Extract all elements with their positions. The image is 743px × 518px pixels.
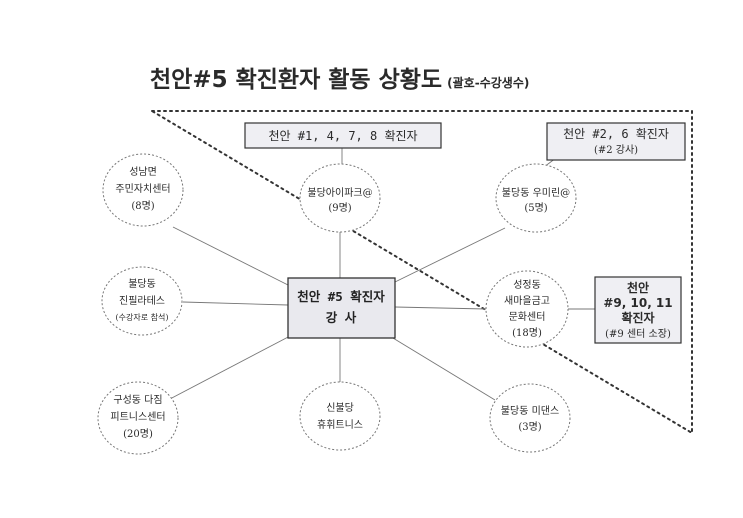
node-pilates: 불당동 진필라테스 (수강자로 참석) xyxy=(101,266,183,336)
node-guseong-line-0: 구성동 다짐 xyxy=(113,394,162,406)
center-node: 천안 #5 확진자 강 사 xyxy=(287,277,396,339)
node-pilates-line-1: 진필라테스 xyxy=(119,295,165,307)
box-right-line-3: (#9 센터 소장) xyxy=(605,328,671,340)
node-ipark-line-1: (9명) xyxy=(328,202,351,214)
edge-umirin xyxy=(394,227,506,283)
edge-guseong xyxy=(167,334,293,401)
node-ipark: 불당아이파크@ (9명) xyxy=(299,163,381,233)
node-guseong-line-1: 피트니스센터 xyxy=(110,411,165,423)
edge-saemaeul xyxy=(394,306,487,310)
node-seongnam-line-1: 주민자치센터 xyxy=(115,183,170,195)
node-sinbuldang-line-0: 신불당 xyxy=(326,402,354,414)
edge-pilates xyxy=(182,301,289,306)
box-right-line-0: 천안 xyxy=(627,280,649,295)
edge-seongnam xyxy=(172,226,289,286)
node-sinbuldang-line-1: 휴휘트니스 xyxy=(317,419,363,431)
node-saemaeul-line-3: (18명) xyxy=(512,327,542,339)
node-saemaeul-line-0: 성정동 xyxy=(513,279,541,291)
box-right-line-2: 확진자 xyxy=(621,310,654,325)
node-saemaeul-line-1: 새마을금고 xyxy=(504,295,550,307)
box-right: 천안 #9, 10, 11 확진자 (#9 센터 소장) xyxy=(594,276,682,344)
edge-midance xyxy=(387,334,496,401)
diagram-title: 천안#5 확진환자 활동 상황도 (괄호-수강생수) xyxy=(150,67,529,93)
box-top-right: 천안 #2, 6 확진자 (#2 강사) xyxy=(546,122,686,161)
node-seongnam-line-0: 성남면 xyxy=(129,166,157,178)
title-main: 천안#5 확진환자 활동 상황도 xyxy=(150,67,442,93)
title-sub: (괄호-수강생수) xyxy=(447,75,529,90)
node-midance: 불당동 미댄스 (3명) xyxy=(489,383,571,453)
node-seongnam: 성남면 주민자치센터 (8명) xyxy=(102,153,184,227)
node-ipark-line-0: 불당아이파크@ xyxy=(307,187,372,199)
node-saemaeul-line-2: 문화센터 xyxy=(509,311,546,323)
box-top: 천안 #1, 4, 7, 8 확진자 xyxy=(244,122,442,149)
box-top-right-line-1: (#2 강사) xyxy=(594,144,638,156)
node-pilates-line-2: (수강자로 참석) xyxy=(116,312,169,322)
node-umirin-line-0: 불당동 우미린@ xyxy=(502,187,570,199)
box-top-line-0: 천안 #1, 4, 7, 8 확진자 xyxy=(268,128,417,143)
node-sinbuldang: 신불당 휴휘트니스 xyxy=(299,381,381,451)
node-umirin: 불당동 우미린@ (5명) xyxy=(495,163,577,233)
node-guseong-line-2: (20명) xyxy=(123,428,153,440)
center-line-1: 강 사 xyxy=(326,310,357,325)
node-seongnam-line-2: (8명) xyxy=(131,200,154,212)
box-right-line-1: #9, 10, 11 xyxy=(603,296,672,310)
node-guseong: 구성동 다짐 피트니스센터 (20명) xyxy=(97,381,179,455)
node-midance-line-1: (3명) xyxy=(518,421,541,433)
center-line-0: 천안 #5 확진자 xyxy=(297,289,385,304)
node-umirin-line-1: (5명) xyxy=(524,202,547,214)
node-pilates-line-0: 불당동 xyxy=(128,278,156,290)
node-saemaeul: 성정동 새마을금고 문화센터 (18명) xyxy=(485,270,569,348)
box-top-right-line-0: 천안 #2, 6 확진자 xyxy=(563,126,669,141)
dotted-boundary xyxy=(151,110,693,435)
node-midance-line-0: 불당동 미댄스 xyxy=(501,405,559,417)
